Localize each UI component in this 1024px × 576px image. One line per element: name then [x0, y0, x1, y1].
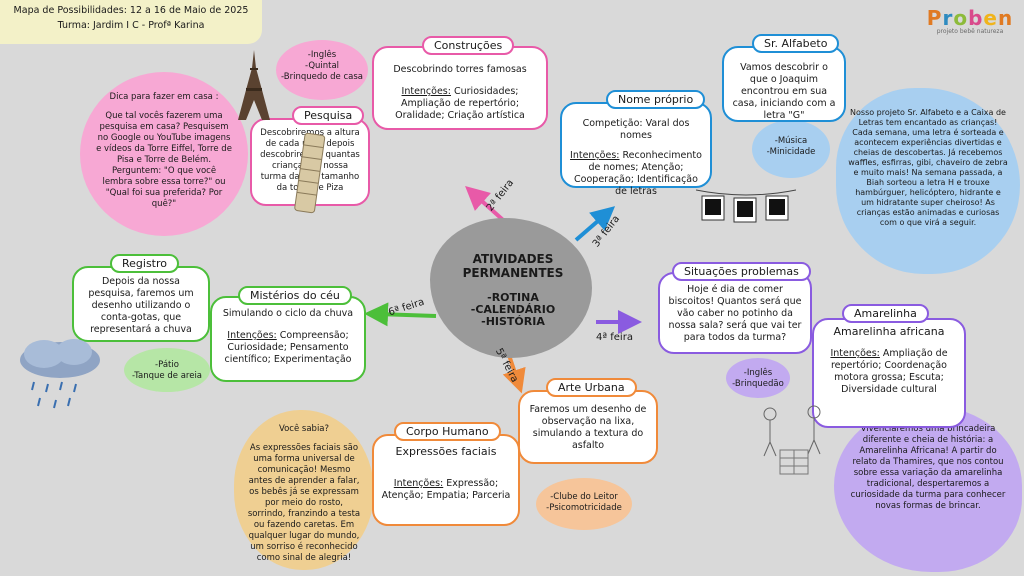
dica-title: Dica para fazer em casa : [109, 92, 219, 102]
situacoes-text: Hoje é dia de comer biscoitos! Quantos s… [668, 284, 802, 343]
alfabeto-text: Vamos descobrir o que o Joaquim encontro… [732, 62, 836, 121]
sabia-text: As expressões faciais são uma forma univ… [247, 443, 361, 563]
ceu-card: Simulando o ciclo da chuva Intenções: Co… [210, 296, 366, 382]
construcoes-card: Descobrindo torres famosas Intenções: Cu… [372, 46, 548, 130]
corpo-intencoes: Intenções: Expressão; Atenção; Empatia; … [381, 478, 511, 501]
arte-label: Arte Urbana [546, 378, 637, 397]
corpo-card: Expressões faciais Intenções: Expressão;… [372, 434, 520, 526]
alfabeto-label: Sr. Alfabeto [752, 34, 840, 53]
amarelinha-text: Amarelinha africana [833, 325, 945, 338]
corpo-label: Corpo Humano [394, 422, 501, 441]
header-box: Mapa de Possibilidades: 12 a 16 de Maio … [0, 0, 262, 44]
alfabeto-info-blob: Nosso projeto Sr. Alfabeto e a Caixa de … [836, 88, 1020, 274]
arte-card: Faremos um desenho de observação na lixa… [518, 390, 658, 464]
construcoes-text: Descobrindo torres famosas [393, 64, 527, 75]
arrow-friday [364, 302, 437, 327]
eiffel-tower-icon [238, 50, 270, 120]
sabia-title: Você sabia? [278, 424, 330, 434]
amarelinha-intencoes: Intenções: Ampliação de repertório; Coor… [830, 348, 948, 395]
situacoes-label: Situações problemas [672, 262, 811, 281]
center-item-rotina: -ROTINA [487, 291, 539, 304]
center-item-calendario: -CALENDÁRIO [470, 303, 556, 316]
situacoes-card: Hoje é dia de comer biscoitos! Quantos s… [658, 272, 812, 354]
ceu-extras-blob: -Pátio-Tanque de areia [124, 348, 210, 392]
pesquisa-label: Pesquisa [292, 106, 365, 125]
logo-word: Proben [926, 6, 1014, 30]
amarelinha-label: Amarelinha [842, 304, 929, 323]
nome-card: Competição: Varal dos nomes Intenções: R… [560, 102, 712, 197]
ceu-label: Mistérios do céu [238, 286, 352, 305]
dica-blob: Dica para fazer em casa : Que tal vocês … [80, 72, 248, 236]
nome-label: Nome próprio [606, 90, 706, 109]
sabia-blob: Você sabia? As expressões faciais são um… [234, 410, 374, 570]
registro-label: Registro [110, 254, 180, 273]
situacoes-extras-blob: -Inglês-Brinquedão [726, 358, 790, 398]
center-blob [430, 218, 592, 358]
center-title: ATIVIDADES PERMANENTES [462, 252, 564, 280]
logo-subtitle: projeto bebê natureza [936, 28, 1004, 35]
photo-clothesline-icon [696, 189, 796, 223]
alfabeto-info-text: Nosso projeto Sr. Alfabeto e a Caixa de … [848, 108, 1008, 227]
center-list: -ROTINA -CALENDÁRIO -HISTÓRIA [448, 292, 578, 328]
header-class: Turma: Jardim I C - Profª Karina [57, 20, 205, 31]
center-item-historia: -HISTÓRIA [481, 315, 545, 328]
registro-card: Depois da nossa pesquisa, faremos um des… [72, 266, 210, 342]
construcoes-label: Construções [422, 36, 515, 55]
corpo-text: Expressões faciais [395, 445, 497, 458]
day-label-wednesday: 4ª feira [596, 332, 633, 343]
construcoes-intencoes: Intenções: Curiosidades; Ampliação de re… [395, 86, 525, 121]
ceu-text: Simulando o ciclo da chuva [222, 308, 354, 319]
rain-cloud-icon [20, 339, 100, 409]
arte-extras-blob: -Clube do Leitor-Psicomotricidade [536, 478, 632, 530]
ceu-intencoes: Intenções: Compreensão; Curiosidade; Pen… [224, 330, 352, 365]
hopscotch-children-icon [763, 405, 821, 475]
amarelinha-info-text: Vivenciaremos uma brincadeira diferente … [850, 424, 1006, 511]
arte-text: Faremos um desenho de observação na lixa… [529, 404, 647, 451]
amarelinha-card: Amarelinha africana Intenções: Ampliação… [812, 318, 966, 428]
arrow-tuesday [574, 206, 616, 242]
proben-logo: Proben projeto bebê natureza [924, 6, 1016, 35]
construcoes-extras-blob: -Inglês-Quintal-Brinquedo de casa [276, 40, 368, 100]
header-title: Mapa de Possibilidades: 12 a 16 de Maio … [13, 5, 249, 16]
dica-text: Que tal vocês fazerem uma pesquisa em ca… [96, 111, 232, 209]
alfabeto-card: Vamos descobrir o que o Joaquim encontro… [722, 46, 846, 122]
registro-text: Depois da nossa pesquisa, faremos um des… [88, 276, 194, 335]
nome-text: Competição: Varal dos nomes [582, 118, 690, 141]
amarelinha-info-blob: Vivenciaremos uma brincadeira diferente … [834, 406, 1022, 572]
alfabeto-extras-blob: -Música-Minicidade [752, 120, 830, 178]
pisa-tower-icon [294, 132, 326, 214]
nome-intencoes: Intenções: Reconhecimento de nomes; Aten… [570, 150, 702, 197]
